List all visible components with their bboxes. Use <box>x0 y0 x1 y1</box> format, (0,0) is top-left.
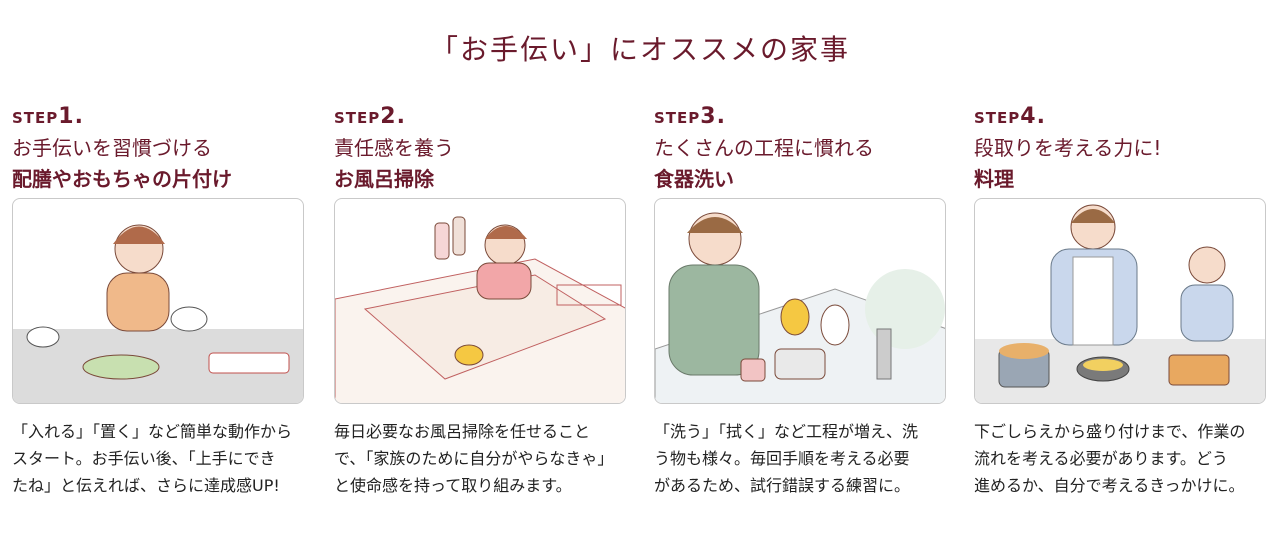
step-description: 「洗う」「拭く」など工程が増え、洗う物も様々。毎回手順を考える必要があるため、試… <box>654 422 919 495</box>
dishwashing-illustration <box>654 198 946 404</box>
child-serving-illustration <box>12 198 304 404</box>
step-chore: 料理 <box>974 167 1014 191</box>
step-chore: 食器洗い <box>654 167 734 191</box>
step-subtitle: 段取りを考える力に! <box>974 136 1162 160</box>
step-label: STEP3. <box>654 104 726 129</box>
step-description: 下ごしらえから盛り付けまで、作業の流れを考える必要があります。どう進めるか、自分… <box>974 422 1246 495</box>
step-subtitle: お手伝いを習慣づける <box>12 136 212 160</box>
step-chore: お風呂掃除 <box>334 167 434 191</box>
step-description: 「入れる」「置く」など簡単な動作からスタート。お手伝い後、「上手にできたね」と伝… <box>12 422 293 495</box>
step-2-card: STEP2. 責任感を養う お風呂掃除 毎日必要なお風呂掃除を任せることで、「家… <box>334 104 628 499</box>
step-label: STEP4. <box>974 104 1046 129</box>
step-description: 毎日必要なお風呂掃除を任せることで、「家族のために自分がやらなきゃ」と使命感を持… <box>334 422 614 495</box>
page-title: 「お手伝い」にオススメの家事 <box>429 33 850 66</box>
cooking-illustration <box>974 198 1266 404</box>
step-4-card: STEP4. 段取りを考える力に! 料理 下ごしらえから盛り付けまで、作業の流れ… <box>974 104 1268 499</box>
step-1-card: STEP1. お手伝いを習慣づける 配膳やおもちゃの片付け 「入れる」「置く」な… <box>12 104 306 499</box>
step-3-card: STEP3. たくさんの工程に慣れる 食器洗い 「洗う」「拭く」など工程が増え、… <box>654 104 948 499</box>
step-chore: 配膳やおもちゃの片付け <box>12 167 232 191</box>
step-subtitle: 責任感を養う <box>334 136 454 160</box>
step-label: STEP1. <box>12 104 84 129</box>
step-label: STEP2. <box>334 104 406 129</box>
bath-cleaning-illustration <box>334 198 626 404</box>
step-subtitle: たくさんの工程に慣れる <box>654 136 874 160</box>
